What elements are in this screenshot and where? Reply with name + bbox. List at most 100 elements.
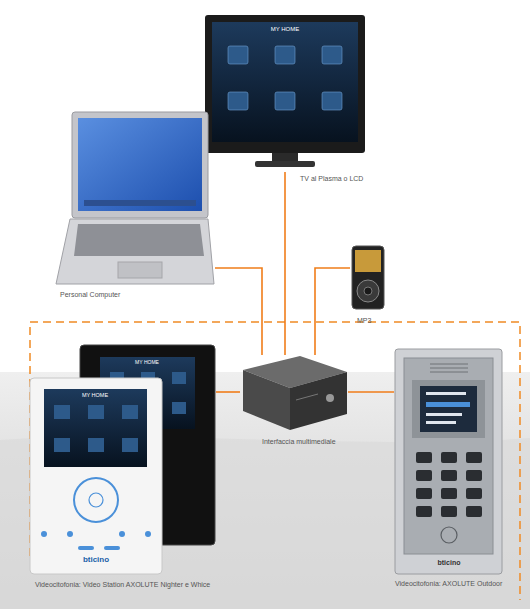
drawing-part [322, 92, 342, 110]
white-panel-icons [54, 405, 138, 452]
mp3-button [364, 287, 372, 295]
device-caption: Videocitofonia: Video Station AXOLUTE Ni… [35, 581, 210, 589]
outdoor-plate [404, 358, 493, 554]
drawing-part [466, 470, 482, 481]
drawing-part [119, 531, 125, 537]
device-caption: Videocitofonia: AXOLUTE Outdoor [395, 580, 502, 588]
outdoor-keypad [416, 452, 482, 517]
tv-screen [212, 22, 358, 142]
drawing-part [441, 452, 457, 463]
outdoor-illustration [395, 349, 502, 574]
drawing-part [466, 488, 482, 499]
drawing-part [416, 488, 432, 499]
mp3-wheel [357, 280, 379, 302]
brand-logo: bticino [83, 556, 109, 565]
outdoor-display-lines [426, 392, 470, 424]
drawing-part [172, 402, 186, 414]
nav-ring [74, 478, 118, 522]
drawing-part [88, 405, 104, 419]
video-station-illustration [30, 345, 215, 574]
tv-bezel [205, 15, 365, 153]
drawing-part [430, 364, 468, 365]
drawing-part [416, 452, 432, 463]
drawing-part [228, 46, 248, 64]
drawing-part [441, 506, 457, 517]
white-panel-keys [41, 531, 151, 550]
drawing-part [67, 531, 73, 537]
drawing-part [228, 92, 248, 110]
drawing-part [172, 372, 186, 384]
interface-node: Interfaccia multimediale [240, 355, 348, 432]
drawing-part [54, 405, 70, 419]
tv-icons [228, 46, 342, 110]
drawing-part [322, 46, 342, 64]
outdoor-reader [441, 527, 457, 543]
dashed-region [30, 322, 520, 600]
connector-line [215, 268, 262, 355]
outdoor-grille [430, 364, 468, 372]
outdoor-frame [395, 349, 502, 574]
device-caption: TV al Plasma o LCD [300, 175, 363, 183]
drawing-part [104, 546, 120, 550]
drawing-part [426, 413, 462, 416]
drawing-part [430, 372, 468, 373]
screen-title: MY HOME [135, 360, 159, 366]
outdoor-camera-area [412, 380, 485, 438]
drawing-part [122, 405, 138, 419]
drawing-part [426, 421, 456, 424]
mp3-illustration [352, 246, 384, 309]
drawing-part [54, 438, 70, 452]
interface-slot [296, 394, 318, 400]
drawing-part [416, 506, 432, 517]
laptop-lid [72, 112, 208, 218]
white-panel [30, 378, 162, 574]
drawing-part [466, 506, 482, 517]
white-panel-screen [44, 389, 147, 467]
screen-title: MY HOME [82, 392, 108, 398]
drawing-part [275, 46, 295, 64]
connector-line [284, 172, 286, 355]
drawing-part [441, 470, 457, 481]
tv-node: TV al Plasma o LCD [205, 15, 365, 172]
device-caption: Personal Computer [60, 291, 120, 299]
laptop-base [56, 219, 214, 284]
nav-center [89, 493, 103, 507]
laptop-screen [78, 118, 202, 211]
interface-front [243, 370, 290, 430]
drawing-part [275, 92, 295, 110]
connector-line [315, 268, 350, 355]
laptop-touchpad [118, 262, 162, 278]
drawing-part [41, 531, 47, 537]
interface-side [290, 372, 347, 430]
laptop-keyboard [74, 224, 204, 256]
laptop-taskbar [84, 200, 196, 206]
drawing-part [88, 438, 104, 452]
drawing-part [426, 402, 470, 407]
mp3-node: MP3 [350, 245, 386, 311]
drawing-part [122, 438, 138, 452]
drawing-part [430, 368, 468, 369]
outdoor-node: Videocitofonia: AXOLUTE Outdoor [394, 348, 503, 575]
drawing-part [416, 470, 432, 481]
interface-illustration [243, 356, 347, 430]
brand-logo: bticino [438, 559, 461, 567]
device-caption: MP3 [357, 317, 371, 325]
drawing-part [441, 488, 457, 499]
laptop-illustration [56, 112, 214, 284]
mp3-screen [355, 250, 381, 272]
drawing-part [78, 546, 94, 550]
outdoor-display [420, 386, 477, 432]
tv-illustration [205, 15, 365, 167]
drawing-part [466, 452, 482, 463]
tv-base [255, 161, 315, 167]
mp3-body [352, 246, 384, 309]
connector-line [216, 391, 240, 393]
interface-knob [326, 394, 334, 402]
drawing-part [145, 531, 151, 537]
connector-line [348, 391, 394, 393]
device-caption: Interfaccia multimediale [262, 438, 336, 446]
drawing-part [426, 392, 466, 395]
